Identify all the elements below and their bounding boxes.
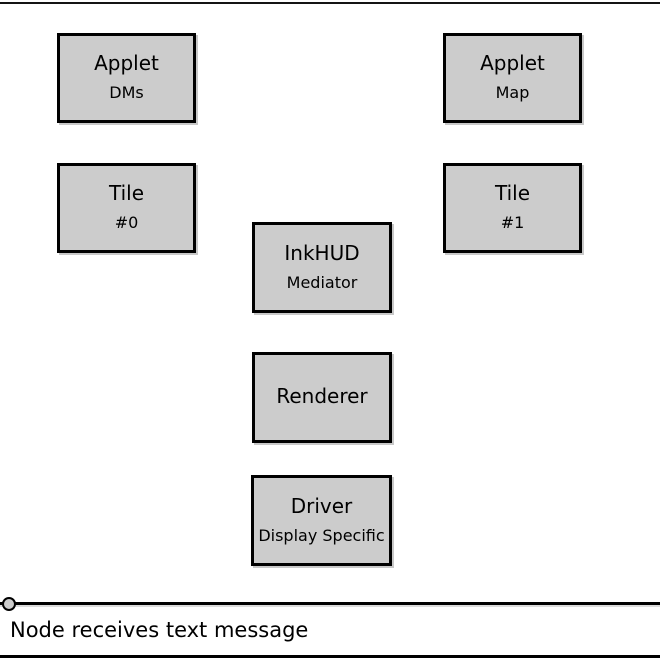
box-subtitle: Mediator [286,272,358,292]
box-subtitle: Display Specific [258,525,385,545]
box-title: Applet [480,51,545,76]
box-tile-0: Tile #0 [57,163,196,253]
box-applet-map: Applet Map [443,33,582,123]
box-title: Tile [494,181,531,206]
box-driver: Driver Display Specific [251,475,392,566]
box-title: InkHUD [284,240,360,265]
timeline-event-label: Node receives text message [10,618,309,642]
box-title: Tile [108,181,145,206]
timeline-start-dot [2,597,16,611]
top-border-line [0,2,660,4]
box-subtitle: Map [495,83,530,103]
box-subtitle: DMs [109,83,144,103]
bottom-border-line [0,655,660,658]
timeline-line [0,602,660,605]
box-title: Applet [94,51,159,76]
box-subtitle: #1 [500,213,525,233]
box-title: Driver [290,493,353,518]
box-renderer: Renderer [252,352,392,443]
box-title: Renderer [276,384,368,408]
box-subtitle: #0 [114,213,139,233]
box-tile-1: Tile #1 [443,163,582,253]
box-inkhud-mediator: InkHUD Mediator [252,222,392,313]
box-applet-dms: Applet DMs [57,33,196,123]
